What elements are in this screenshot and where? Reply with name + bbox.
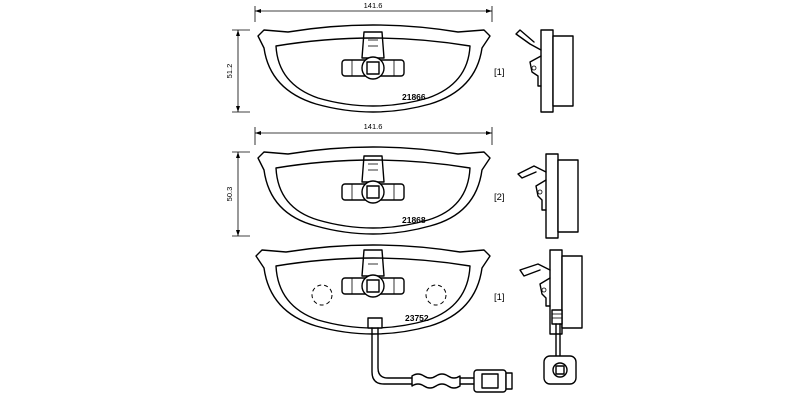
pad-21868: 141.6 50.3 21868 [2]	[225, 122, 579, 239]
width-dimension-21868: 141.6	[254, 122, 493, 145]
wear-sensor-cable	[367, 317, 513, 393]
part-number: 23752	[405, 313, 429, 323]
side-view-23752	[519, 249, 583, 385]
pad-21866: 141.6 51.2 21866 [1]	[225, 1, 574, 113]
backing-plate	[257, 24, 491, 113]
side-view-21868	[517, 153, 579, 239]
height-dim-label: 50.3	[225, 187, 234, 202]
quantity-label: [2]	[494, 192, 505, 203]
height-dim-label: 51.2	[225, 64, 234, 79]
backing-plate	[255, 244, 491, 335]
quantity-label: [1]	[494, 292, 505, 303]
dashed-hole-left	[311, 284, 333, 306]
height-dimension-21866: 51.2	[225, 29, 250, 113]
quantity-label: [1]	[494, 67, 505, 78]
center-stud	[341, 155, 405, 204]
width-dimension-21866: 141.6	[254, 1, 493, 22]
part-number: 21866	[402, 92, 426, 102]
height-dimension-21868: 50.3	[225, 151, 250, 237]
side-view-21866	[515, 29, 574, 113]
center-stud	[341, 31, 405, 80]
center-stud	[341, 249, 405, 298]
width-dim-label: 141.6	[364, 1, 383, 10]
dashed-hole-right	[425, 284, 447, 306]
part-number: 21868	[402, 215, 426, 225]
friction-material	[275, 257, 471, 329]
pad-23752: 23752 [1]	[255, 244, 583, 393]
backing-plate	[257, 146, 491, 235]
friction-material	[275, 37, 471, 107]
friction-material	[275, 159, 471, 229]
width-dim-label: 141.6	[364, 122, 383, 131]
